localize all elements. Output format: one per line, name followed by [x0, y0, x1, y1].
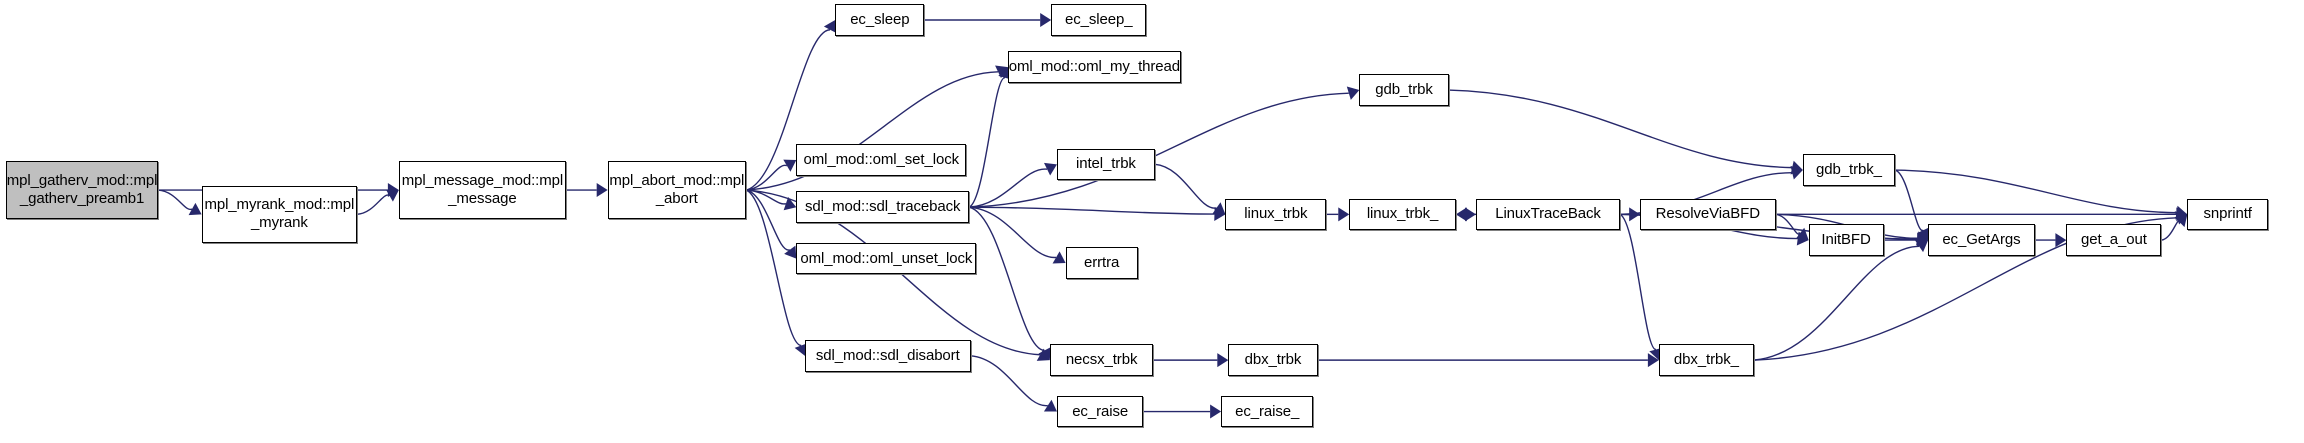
- graph-node-ec_sleep[interactable]: ec_sleep: [835, 4, 925, 36]
- graph-edge-mpl_abort-to-oml_set_lock: [745, 164, 788, 191]
- graph-node-InitBFD[interactable]: InitBFD: [1808, 224, 1884, 256]
- graph-edge-sdl_traceback-to-gdb_trbk: [969, 92, 1349, 208]
- graph-edge-sdl_traceback-to-intel_trbk: [969, 168, 1048, 208]
- graph-edge-get_a_out-to-snprintf: [2161, 220, 2181, 241]
- graph-edge-LinuxTraceBack-to-dbx_trbk_: [1619, 213, 1657, 351]
- graph-edge-arrowhead-sdl_traceback-to-gdb_trbk: [1346, 86, 1360, 100]
- graph-node-dbx_trbk_[interactable]: dbx_trbk_: [1658, 344, 1754, 376]
- graph-node-snprintf[interactable]: snprintf: [2187, 198, 2268, 231]
- graph-edge-sdl_traceback-to-necsx_trbk: [968, 206, 1045, 352]
- graph-node-get_a_out[interactable]: get_a_out: [2066, 224, 2162, 256]
- graph-edge-arrowhead-necsx_trbk-to-dbx_trbk: [1217, 353, 1229, 368]
- graph-edge-gdb_trbk-to-gdb_trbk_: [1448, 89, 1793, 169]
- graph-edge-intel_trbk-to-linux_trbk: [1154, 163, 1217, 209]
- graph-node-mpl_myrank[interactable]: mpl_myrank_mod::mpl _myrank: [201, 185, 358, 243]
- graph-edge-arrowhead-gdb_trbk-to-gdb_trbk_: [1790, 160, 1803, 175]
- graph-node-mpl_gatherv_preamb1[interactable]: mpl_gatherv_mod::mpl _gatherv_preamb1: [5, 161, 159, 219]
- graph-edge-arrowhead-mpl_abort-to-oml_my_thread: [995, 65, 1008, 79]
- graph-edge-arrowhead-sdl_traceback-to-necsx_trbk: [1038, 347, 1051, 361]
- graph-edge-arrowhead-dbx_trbk_-to-ec_GetArgs: [1915, 240, 1929, 253]
- graph-edge-arrowhead-mpl_abort-to-sdl_traceback: [783, 197, 797, 211]
- graph-edge-arrowhead-dbx_trbk_-to-snprintf: [2174, 211, 2188, 225]
- graph-node-ec_sleep_[interactable]: ec_sleep_: [1051, 4, 1147, 36]
- graph-node-oml_set_lock[interactable]: oml_mod::oml_set_lock: [796, 144, 967, 176]
- graph-edge-dbx_trbk_-to-ec_GetArgs: [1753, 245, 1920, 361]
- graph-edge-arrowhead-ec_sleep-to-ec_sleep_: [1040, 13, 1052, 28]
- graph-node-gdb_trbk[interactable]: gdb_trbk: [1359, 74, 1449, 106]
- graph-node-sdl_traceback[interactable]: sdl_mod::sdl_traceback: [796, 191, 970, 223]
- graph-edge-arrowhead-sdl_traceback-to-intel_trbk: [1044, 162, 1057, 176]
- graph-edge-gdb_trbk_-to-snprintf: [1895, 169, 2177, 214]
- graph-edge-sdl_traceback-to-errtra: [969, 206, 1057, 259]
- graph-edge-mpl_myrank-to-mpl_message: [357, 194, 390, 216]
- graph-edge-mpl_abort-to-sdl_disabort: [745, 189, 802, 347]
- graph-node-oml_my_thread[interactable]: oml_mod::oml_my_thread: [1008, 51, 1181, 83]
- graph-node-necsx_trbk[interactable]: necsx_trbk: [1049, 344, 1154, 376]
- graph-edge-mpl_abort-to-oml_my_thread: [745, 71, 999, 191]
- graph-node-errtra[interactable]: errtra: [1065, 247, 1138, 279]
- graph-node-mpl_abort[interactable]: mpl_abort_mod::mpl _abort: [607, 161, 746, 219]
- graph-edge-arrowhead-ec_raise-to-ec_raise_: [1210, 404, 1222, 419]
- graph-edge-sdl_traceback-to-oml_my_thread: [968, 77, 1006, 208]
- graph-edge-arrowhead-mpl_abort-to-ec_sleep: [823, 20, 837, 33]
- graph-edge-sdl_traceback-to-linux_trbk: [969, 206, 1215, 215]
- graph-edge-mpl_abort-to-oml_unset_lock: [745, 189, 791, 251]
- graph-edge-arrowhead-mpl_abort-to-sdl_disabort: [794, 343, 808, 356]
- graph-node-ResolveViaBFD[interactable]: ResolveViaBFD: [1640, 198, 1776, 231]
- graph-node-ec_raise[interactable]: ec_raise: [1056, 395, 1144, 428]
- graph-node-linux_trbk[interactable]: linux_trbk: [1225, 198, 1327, 231]
- graph-edge-arrowhead-sdl_traceback-to-errtra: [1052, 251, 1066, 264]
- graph-edge-arrowhead-LinuxTraceBack-to-linux_trbk_: [1455, 207, 1467, 222]
- graph-edge-sdl_disabort-to-ec_raise: [970, 355, 1048, 407]
- graph-edge-arrowhead-mpl_abort-to-oml_set_lock: [783, 159, 797, 172]
- graph-edge-arrowhead-mpl_abort-to-oml_unset_lock: [784, 245, 797, 259]
- graph-node-linux_trbk_[interactable]: linux_trbk_: [1349, 198, 1456, 231]
- graph-node-mpl_message[interactable]: mpl_message_mod::mpl _message: [398, 161, 566, 219]
- graph-edge-arrowhead-gdb_trbk_-to-ec_GetArgs: [1917, 227, 1930, 241]
- graph-node-sdl_disabort[interactable]: sdl_mod::sdl_disabort: [804, 340, 971, 372]
- graph-edge-arrowhead-linux_trbk-to-linux_trbk_: [1338, 207, 1350, 222]
- graph-edge-arrowhead-sdl_disabort-to-ec_raise: [1043, 399, 1057, 412]
- graph-edge-gdb_trbk_-to-ec_GetArgs: [1894, 169, 1925, 231]
- graph-edge-mpl_gatherv_preamb1-to-mpl_myrank: [158, 189, 193, 211]
- graph-node-dbx_trbk[interactable]: dbx_trbk: [1228, 344, 1318, 376]
- graph-edge-arrowhead-dbx_trbk-to-dbx_trbk_: [1647, 353, 1659, 368]
- graph-node-gdb_trbk_[interactable]: gdb_trbk_: [1802, 154, 1896, 186]
- graph-node-oml_unset_lock[interactable]: oml_mod::oml_unset_lock: [796, 242, 977, 275]
- graph-edge-arrowhead-intel_trbk-to-linux_trbk: [1212, 202, 1226, 215]
- graph-edge-arrowhead-mpl_gatherv_preamb1-to-mpl_myrank: [188, 202, 202, 216]
- graph-node-ec_GetArgs[interactable]: ec_GetArgs: [1928, 224, 2035, 256]
- graph-edge-arrowhead-ec_GetArgs-to-get_a_out: [2055, 233, 2067, 248]
- graph-node-ec_raise_[interactable]: ec_raise_: [1221, 395, 1314, 428]
- graph-edge-arrowhead-mpl_myrank-to-mpl_message: [385, 189, 399, 202]
- graph-node-intel_trbk[interactable]: intel_trbk: [1056, 148, 1155, 181]
- graph-edge-mpl_abort-to-ec_sleep: [745, 29, 831, 191]
- graph-node-LinuxTraceBack[interactable]: LinuxTraceBack: [1476, 198, 1620, 231]
- graph-edge-arrowhead-ResolveViaBFD-to-InitBFD: [1795, 227, 1809, 241]
- graph-edge-arrowhead-mpl_message-to-mpl_abort: [596, 183, 608, 198]
- graph-edge-ResolveViaBFD-to-InitBFD: [1775, 213, 1801, 235]
